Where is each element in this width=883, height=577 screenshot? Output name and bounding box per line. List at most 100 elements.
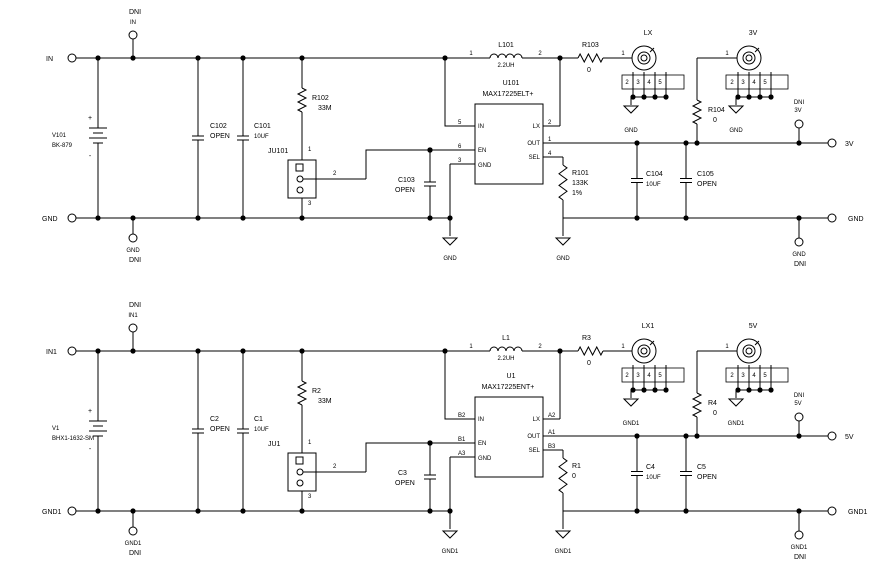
resistor-sel-ref: R1 bbox=[572, 463, 581, 470]
battery-value: BHX1-1632-SM bbox=[52, 436, 94, 442]
jumper-pin2-label: 2 bbox=[333, 171, 337, 177]
testpoint-label-out: 3V bbox=[794, 108, 801, 114]
junction-dot bbox=[442, 348, 448, 354]
connector-out-ref: 3V bbox=[749, 30, 758, 37]
connector-out-pin5: 5 bbox=[763, 373, 767, 379]
cap-out-value: 10UF bbox=[646, 475, 661, 481]
ic-part: MAX17225ENT+ bbox=[482, 384, 535, 391]
testpoint-gnd bbox=[128, 526, 138, 536]
ic-in-wire bbox=[444, 351, 475, 420]
ic-pin-en: EN bbox=[478, 148, 486, 154]
junction-dot bbox=[796, 140, 802, 146]
output-terminal bbox=[827, 138, 837, 148]
resistor-out bbox=[691, 99, 703, 125]
connector-center bbox=[640, 347, 648, 355]
ic-num-lx: 2 bbox=[548, 120, 552, 126]
inductor-ref: L1 bbox=[502, 335, 510, 342]
junction-dot bbox=[427, 440, 433, 446]
connector-out-pin1: 1 bbox=[725, 51, 729, 57]
resistor-lx-value: 0 bbox=[587, 360, 591, 367]
connector-out-pin3: 3 bbox=[741, 373, 745, 379]
ic-body bbox=[474, 103, 544, 185]
input-terminal bbox=[67, 53, 77, 63]
connector-out-ground-label: GND1 bbox=[728, 421, 745, 427]
cap-out2-value: OPEN bbox=[697, 474, 717, 481]
ic-num-en: B1 bbox=[458, 437, 466, 443]
cap-open-ref: C102 bbox=[210, 123, 227, 130]
connector-tick bbox=[649, 340, 655, 346]
battery-value: BK-879 bbox=[52, 143, 73, 149]
ic-body bbox=[474, 396, 544, 478]
ground-triangle bbox=[727, 105, 745, 114]
cap-out2-ref: C5 bbox=[697, 464, 706, 471]
sel-ground-label: GND1 bbox=[555, 549, 572, 555]
jumper-pin-square bbox=[295, 163, 304, 172]
cap-open-value: OPEN bbox=[210, 426, 230, 433]
inductor-gap bbox=[490, 50, 522, 59]
ic-pin-in: IN bbox=[478, 124, 484, 130]
junction-dot bbox=[427, 508, 433, 514]
ic-num-lx: A2 bbox=[548, 413, 556, 419]
ground-terminal-right bbox=[827, 506, 837, 516]
ic-ground-symbol bbox=[441, 237, 459, 246]
jumper-pin-square bbox=[295, 456, 304, 465]
dni-label-gnd-right: DNI bbox=[794, 261, 806, 268]
resistor-lx-ref: R103 bbox=[582, 42, 599, 49]
ground-triangle bbox=[554, 237, 572, 246]
ground-triangle bbox=[441, 237, 459, 246]
ic-ground-label: GND bbox=[443, 256, 457, 262]
ground-terminal bbox=[67, 506, 77, 516]
connector-lx-ref: LX bbox=[644, 30, 653, 37]
battery-ref: V1 bbox=[52, 426, 60, 432]
ground-triangle bbox=[622, 398, 640, 407]
ic-pin-out: OUT bbox=[527, 141, 540, 147]
cap-in-value: 10UF bbox=[254, 427, 269, 433]
ic-part: MAX17225ELT+ bbox=[482, 91, 533, 98]
circuit-bottom: IN1GND1DNIIN1GND1DNI+-V1BHX1-1632-SMC2OP… bbox=[42, 302, 868, 561]
input-terminal bbox=[67, 346, 77, 356]
connector-lx-ground-label: GND1 bbox=[623, 421, 640, 427]
resistor-sel-ref: R101 bbox=[572, 170, 589, 177]
connector-center bbox=[640, 54, 648, 62]
connector-lx bbox=[631, 45, 657, 71]
connector-out bbox=[736, 338, 762, 364]
ic-num-gnd: A3 bbox=[458, 451, 466, 457]
jumper-pin2-label: 2 bbox=[333, 464, 337, 470]
ground-triangle bbox=[727, 398, 745, 407]
capacitor-c-out bbox=[631, 143, 643, 218]
cap-in-ref: C101 bbox=[254, 123, 271, 130]
resistor-en-ref: R2 bbox=[312, 388, 321, 395]
sel-ground-label: GND bbox=[556, 256, 570, 262]
junction-dot bbox=[447, 215, 453, 221]
connector-lx-pin3: 3 bbox=[636, 80, 640, 86]
inductor-value: 2.2UH bbox=[497, 356, 514, 362]
cap-open-value: OPEN bbox=[210, 133, 230, 140]
cap-out2-ref: C105 bbox=[697, 171, 714, 178]
resistor-lx-ref: R3 bbox=[582, 335, 591, 342]
connector-center bbox=[745, 54, 753, 62]
connector-tick bbox=[754, 47, 760, 53]
battery-plus: + bbox=[88, 115, 92, 122]
ic-pin-sel: SEL bbox=[529, 155, 541, 161]
cap-out-ref: C104 bbox=[646, 171, 663, 178]
cap-en-ref: C3 bbox=[398, 470, 407, 477]
jumper-pin1-label: 1 bbox=[308, 440, 312, 446]
ic-num-in: B2 bbox=[458, 413, 466, 419]
junction-dot bbox=[427, 215, 433, 221]
resistor-lx bbox=[577, 52, 604, 64]
jumper-pin1-label: 1 bbox=[308, 147, 312, 153]
cap-en-ref: C103 bbox=[398, 177, 415, 184]
dni-label-in: DNI bbox=[129, 9, 141, 16]
ground-net-label-right: GND1 bbox=[848, 509, 868, 516]
ground-triangle bbox=[554, 530, 572, 539]
testpoint-out bbox=[794, 119, 804, 129]
capacitor-c-en bbox=[424, 150, 436, 218]
connector-lx-pin5: 5 bbox=[658, 373, 662, 379]
cap-open-ref: C2 bbox=[210, 416, 219, 423]
jumper-pin bbox=[296, 479, 304, 487]
ground-triangle bbox=[441, 530, 459, 539]
connector-out-pin4: 4 bbox=[752, 373, 756, 379]
jumper-pin3-label: 3 bbox=[308, 494, 312, 500]
testpoint-label-gnd: GND1 bbox=[125, 541, 142, 547]
sel-ground-symbol bbox=[554, 237, 572, 246]
